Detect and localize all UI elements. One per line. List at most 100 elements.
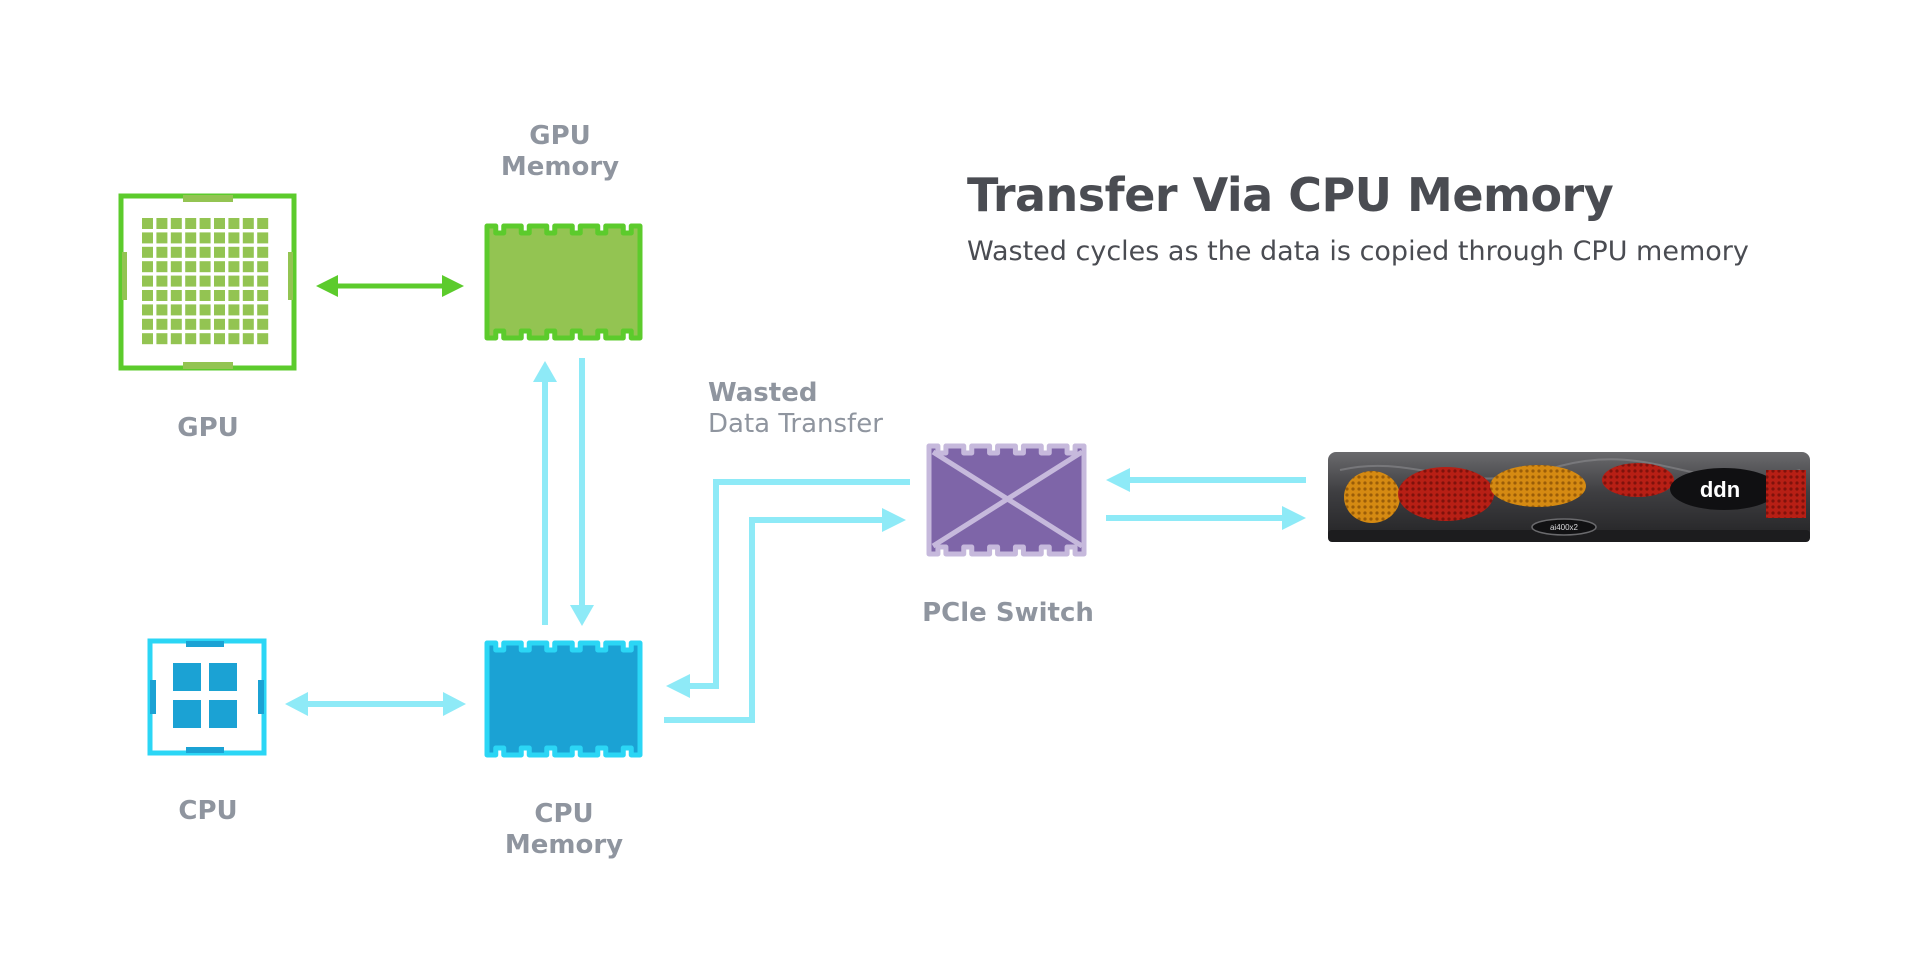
gpu-core-cell bbox=[156, 232, 168, 244]
gpu-core-cell bbox=[214, 333, 225, 345]
cpu-memory-label-line2: Memory bbox=[504, 830, 624, 860]
gpu-core-cell bbox=[156, 290, 168, 301]
gpu-core-cell bbox=[199, 275, 211, 287]
wasted-transfer-annotation: Wasted Data Transfer bbox=[708, 378, 883, 440]
gpu-core-cell bbox=[257, 333, 269, 345]
gpu-core-cell bbox=[142, 275, 153, 287]
gpu-core-cell bbox=[228, 275, 240, 287]
storage-appliance-icon: ddn ai400x2 bbox=[1328, 452, 1810, 542]
gpu-core-cell bbox=[142, 218, 153, 229]
gpu-core-cell bbox=[242, 261, 254, 273]
cpu-label-text: CPU bbox=[178, 796, 238, 826]
gpu-core-cell bbox=[214, 304, 225, 316]
gpu-core-cell bbox=[228, 318, 240, 330]
gpu-core-cell bbox=[185, 318, 197, 330]
gpu-core-cell bbox=[199, 261, 211, 273]
gpu-core-cell bbox=[199, 318, 211, 330]
gpu-core-cell bbox=[185, 290, 197, 301]
gpu-core-cell bbox=[242, 304, 254, 316]
gpu-core-cell bbox=[170, 318, 182, 330]
gpu-core-cell bbox=[156, 318, 168, 330]
gpu-core-cell bbox=[214, 261, 225, 273]
gpu-core-cell bbox=[257, 275, 269, 287]
gpu-core-cell bbox=[156, 218, 168, 229]
gpu-core-cell bbox=[185, 275, 197, 287]
gpu-core-cell bbox=[242, 232, 254, 244]
gpu-core-cell bbox=[214, 232, 225, 244]
gpu-memory-label-line1: GPU bbox=[529, 121, 591, 151]
gpu-core-cell bbox=[185, 304, 197, 316]
gpu-core-cell bbox=[214, 318, 225, 330]
gpu-core-cell bbox=[170, 333, 182, 345]
pcie-switch-label: PCle Switch bbox=[898, 598, 1118, 629]
cpu-chip-icon bbox=[147, 638, 267, 756]
gpu-cpu-memory-arrows bbox=[533, 358, 594, 626]
gpu-core-cell bbox=[156, 246, 168, 258]
pcie-switch-icon bbox=[926, 443, 1087, 557]
wasted-annotation-line1: Wasted bbox=[708, 378, 818, 408]
gpu-core-cell bbox=[185, 246, 197, 258]
gpu-core-cell bbox=[199, 232, 211, 244]
gpu-core-cell bbox=[142, 290, 153, 301]
gpu-core-cell bbox=[185, 218, 197, 229]
gpu-core-cell bbox=[257, 318, 269, 330]
gpu-core-cell bbox=[228, 246, 240, 258]
gpu-core-cell bbox=[228, 333, 240, 345]
gpu-core-cell bbox=[257, 261, 269, 273]
gpu-core-cell bbox=[199, 333, 211, 345]
gpu-core-cell bbox=[156, 333, 168, 345]
wasted-annotation-line2: Data Transfer bbox=[708, 409, 883, 439]
gpu-core-cell bbox=[156, 275, 168, 287]
gpu-core-cell bbox=[199, 218, 211, 229]
gpu-chip-icon bbox=[118, 193, 297, 371]
gpu-core-cell bbox=[199, 290, 211, 301]
gpu-core-cell bbox=[142, 246, 153, 258]
gpu-core-cell bbox=[242, 290, 254, 301]
gpu-core-cell bbox=[185, 261, 197, 273]
gpu-core-cell bbox=[142, 333, 153, 345]
gpu-core-cell bbox=[170, 290, 182, 301]
cpu-memory-module-icon bbox=[484, 640, 643, 758]
gpu-core-cell bbox=[228, 304, 240, 316]
gpu-core-cell bbox=[242, 218, 254, 229]
gpu-core-cell bbox=[214, 246, 225, 258]
storage-model-text: ai400x2 bbox=[1550, 523, 1579, 532]
gpu-core-cell bbox=[142, 304, 153, 316]
gpu-core-cell bbox=[199, 304, 211, 316]
gpu-core-cell bbox=[156, 261, 168, 273]
gpu-core-cell bbox=[257, 232, 269, 244]
gpu-core-cell bbox=[170, 275, 182, 287]
gpu-core-cell bbox=[257, 290, 269, 301]
gpu-core-cell bbox=[228, 232, 240, 244]
cpu-label: CPU bbox=[148, 796, 268, 827]
gpu-core-cell bbox=[242, 318, 254, 330]
gpu-core-cell bbox=[228, 290, 240, 301]
gpu-core-cell bbox=[142, 232, 153, 244]
gpu-core-cell bbox=[242, 275, 254, 287]
gpu-core-cell bbox=[156, 304, 168, 316]
gpu-to-gpu-memory-arrow bbox=[316, 275, 464, 297]
gpu-core-cell bbox=[142, 318, 153, 330]
wasted-transfer-routes bbox=[664, 479, 910, 723]
gpu-core-cell bbox=[257, 304, 269, 316]
gpu-core-cell bbox=[257, 218, 269, 229]
gpu-core-cell bbox=[170, 218, 182, 229]
gpu-core-cell bbox=[228, 218, 240, 229]
gpu-core-cell bbox=[214, 218, 225, 229]
cpu-to-cpu-memory-arrow bbox=[285, 692, 466, 716]
gpu-core-cell bbox=[170, 261, 182, 273]
gpu-core-grid bbox=[142, 218, 269, 345]
gpu-core-cell bbox=[242, 333, 254, 345]
storage-brand-text: ddn bbox=[1700, 477, 1740, 502]
cpu-memory-label: CPU Memory bbox=[484, 799, 644, 861]
pcie-switch-label-text: PCle Switch bbox=[922, 598, 1094, 628]
gpu-label-text: GPU bbox=[177, 413, 239, 443]
gpu-core-cell bbox=[228, 261, 240, 273]
gpu-memory-label: GPU Memory bbox=[480, 121, 640, 183]
gpu-core-cell bbox=[242, 246, 254, 258]
gpu-core-cell bbox=[257, 246, 269, 258]
gpu-label: GPU bbox=[148, 413, 268, 444]
gpu-memory-module-icon bbox=[484, 223, 643, 341]
